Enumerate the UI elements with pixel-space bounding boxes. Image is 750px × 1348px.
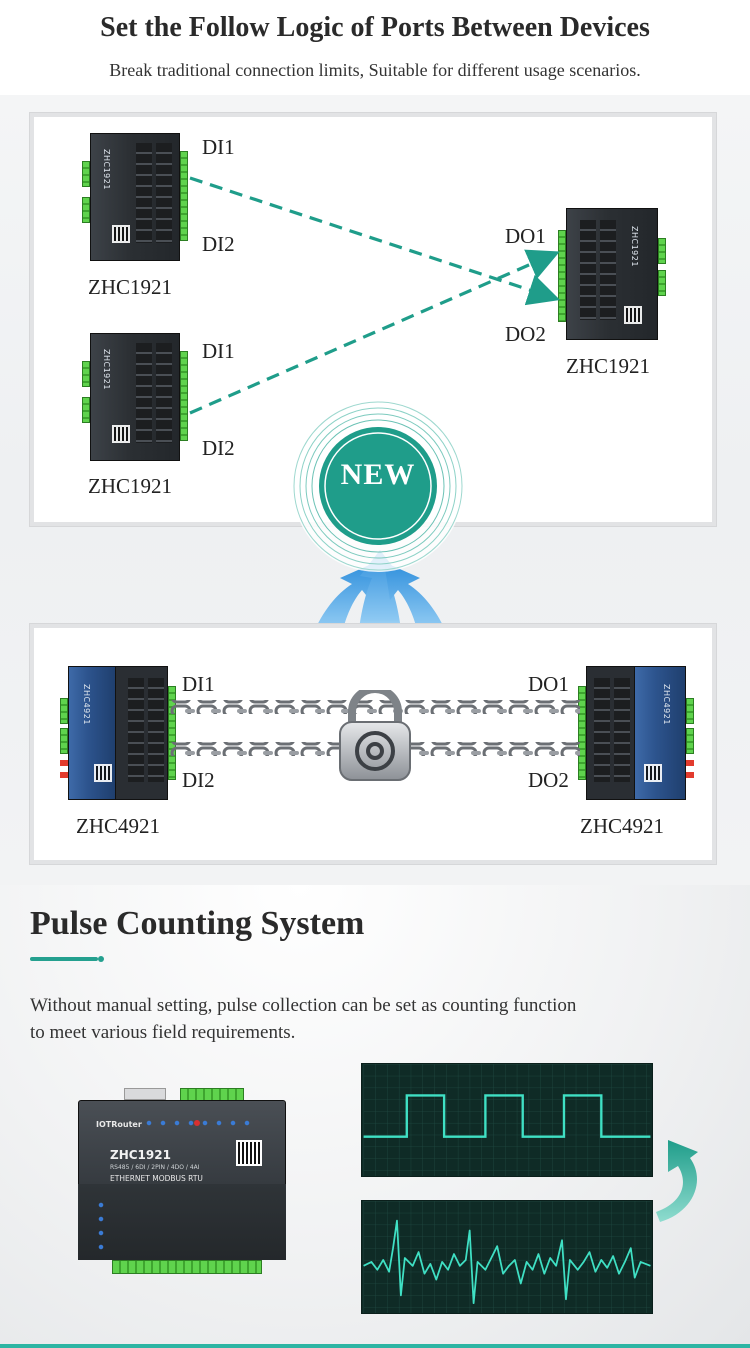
square-wave-trace — [363, 1094, 651, 1138]
device-model-label: ZHC1921 — [88, 275, 172, 299]
terminal-block-bottom — [112, 1260, 262, 1274]
led-red-icon — [194, 1120, 200, 1126]
description-line: Without manual setting, pulse collection… — [30, 995, 577, 1016]
new-badge — [292, 400, 464, 572]
device-model-label: ZHC1921 — [566, 354, 650, 378]
terminal-block-gray — [124, 1088, 166, 1100]
section-subtitle: Break traditional connection limits, Sui… — [109, 60, 641, 80]
pulse-section-title: Pulse Counting System — [30, 905, 365, 942]
device-zhc1921-bottom-left: ZHC1921 — [82, 333, 188, 461]
port-label-do2: DO2 — [528, 768, 569, 792]
device-brand: IOTRouter — [96, 1120, 142, 1129]
port-label-do2: DO2 — [505, 322, 546, 346]
device-interface: ETHERNET MODBUS RTU — [110, 1174, 203, 1183]
new-badge-label: NEW — [340, 458, 416, 491]
device-zhc1921-top-left: ZHC1921 — [82, 133, 188, 261]
title-underline-dot — [98, 956, 104, 962]
device-model-label: ZHC1921 — [88, 474, 172, 498]
chain-top — [170, 700, 580, 714]
device-model: ZHC1921 — [110, 1148, 171, 1162]
section-title: Set the Follow Logic of Ports Between De… — [100, 12, 650, 43]
device-zhc1921-right: ZHC1921 — [558, 208, 666, 340]
square-wave-scope — [361, 1063, 653, 1177]
device-zhc4921-right: ZHC4921 — [578, 666, 694, 800]
port-label-di2: DI2 — [182, 768, 215, 792]
arrow-di1-to-do1 — [189, 249, 560, 415]
chain-lock-graphic — [170, 690, 580, 781]
port-label-di2: DI2 — [202, 436, 235, 460]
raw-pulse-scope — [361, 1200, 653, 1314]
description-line: to meet various field requirements. — [30, 1022, 296, 1043]
port-label-do1: DO1 — [528, 672, 569, 696]
device-model-label: ZHC4921 — [76, 814, 160, 838]
title-underline — [30, 957, 98, 961]
device-model-label: ZHC4921 — [580, 814, 664, 838]
port-label-di1: DI1 — [202, 339, 235, 363]
device-spec: RS485 / 6DI / 2PIN / 4DO / 4AI — [110, 1164, 200, 1171]
follow-logic-arrows — [189, 176, 561, 415]
device-zhc4921-left: ZHC4921 — [60, 666, 176, 800]
port-label-do1: DO1 — [505, 224, 546, 248]
port-label-di2: DI2 — [202, 232, 235, 256]
noisy-pulse-trace — [363, 1219, 651, 1305]
pulse-section-description: Without manual setting, pulse collection… — [30, 992, 720, 1046]
padlock-icon — [339, 690, 411, 781]
device-zhc1921-product: IOTRouter ZHC1921 RS485 / 6DI / 2PIN / 4… — [78, 1088, 286, 1274]
port-label-di1: DI1 — [202, 135, 235, 159]
bottom-accent-line — [0, 1344, 750, 1348]
port-label-di1: DI1 — [182, 672, 215, 696]
qr-code-icon — [236, 1140, 262, 1166]
arrow-di1-to-do2 — [189, 176, 561, 306]
convert-arrow-icon — [656, 1140, 698, 1222]
status-led-column-icon — [98, 1198, 104, 1254]
